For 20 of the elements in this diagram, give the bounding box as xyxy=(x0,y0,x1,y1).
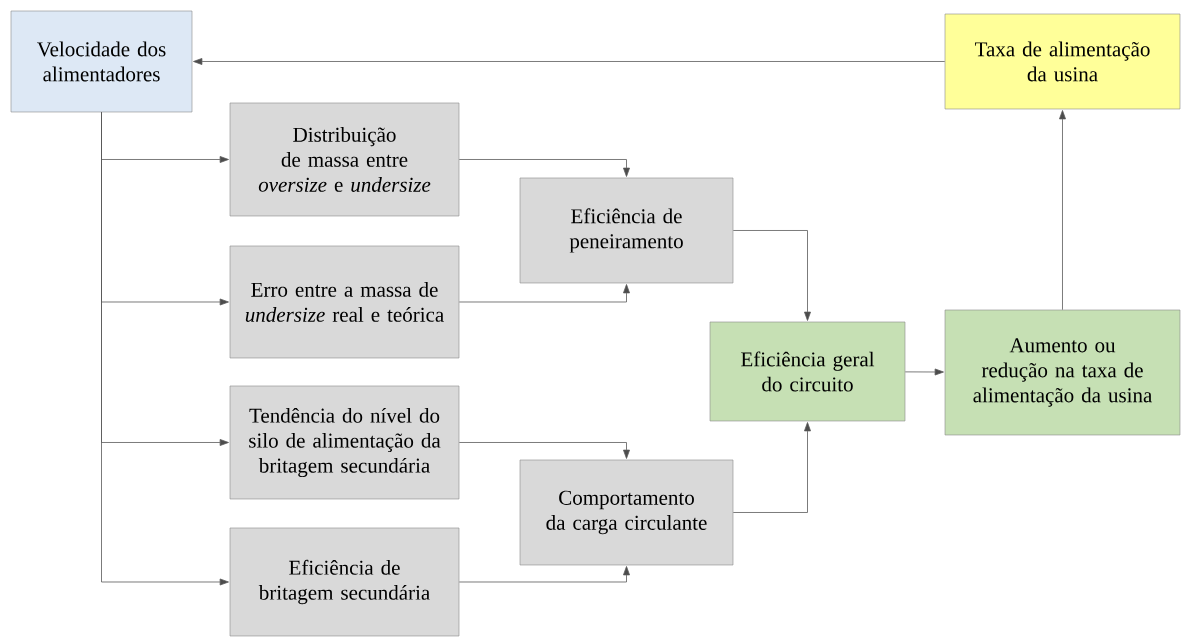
process-box: Tendência do nível do silo de alimentação da britagem secundária xyxy=(229,385,460,500)
process-box: Distribuição de massa entre oversize e undersize xyxy=(229,102,460,217)
process-box: Eficiência de peneiramento xyxy=(519,177,734,284)
process-box: Erro entre a massa de undersize real e teórica xyxy=(229,245,460,359)
process-box: Eficiência geral do circuito xyxy=(709,321,906,422)
arrow xyxy=(458,284,630,303)
arrow xyxy=(458,159,630,177)
arrow xyxy=(732,230,811,321)
process-box: Aumento ou redução na taxa de alimentação da usina xyxy=(944,309,1181,436)
arrow xyxy=(904,368,944,376)
process-box: Eficiência de britagem secundária xyxy=(229,527,460,637)
process-box: Comportamento da carga circulante xyxy=(519,459,734,566)
arrow xyxy=(193,58,946,65)
arrow xyxy=(1059,110,1066,311)
process-box: Velocidade dos alimentadores xyxy=(10,10,193,113)
arrow xyxy=(458,442,630,459)
arrow xyxy=(458,566,630,583)
arrow xyxy=(732,422,811,513)
process-box: Taxa de alimentação da usina xyxy=(944,13,1181,110)
arrow xyxy=(101,111,229,586)
